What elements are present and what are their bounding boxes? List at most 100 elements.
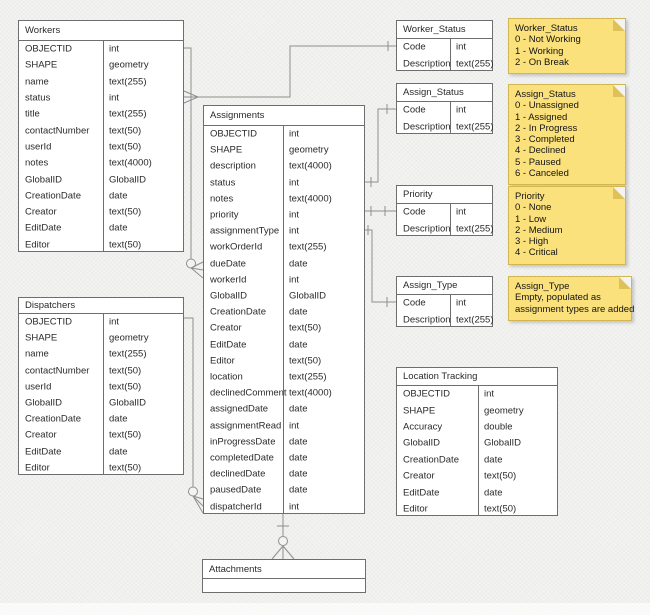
rel-assignments-to-attachments[interactable] [271, 514, 295, 560]
field-type: date [109, 413, 128, 425]
rel-workers-to-assignments-workerid[interactable] [184, 47, 204, 279]
table-title[interactable]: Dispatchers [19, 298, 183, 314]
note-fold-corner-icon [613, 85, 625, 97]
field-name: priority [210, 209, 239, 221]
column-divider [450, 204, 451, 235]
table-title[interactable]: Attachments [203, 560, 365, 579]
table-title[interactable]: Assign_Status [397, 84, 492, 102]
rel-dispatchers-to-assignments-dispatcherid[interactable] [184, 317, 204, 514]
table-title[interactable]: Workers [19, 21, 183, 41]
table-title[interactable]: Location Tracking [397, 368, 557, 386]
table-title[interactable]: Assignments [204, 106, 364, 126]
table-title-label: Dispatchers [25, 300, 76, 311]
table-title[interactable]: Assign_Type [397, 277, 492, 295]
field-type: GlobalID [289, 290, 326, 302]
rel-assignments-status-to-assign-status[interactable] [365, 104, 396, 187]
rel-worker-status-to-workers[interactable] [183, 41, 396, 104]
field-name: workerId [210, 274, 247, 286]
table-attachments[interactable]: Attachments [202, 559, 366, 593]
rel-assignments-type-to-assign-type[interactable] [365, 225, 396, 307]
rel-assignments-priority-to-priority[interactable] [365, 206, 396, 216]
table-title[interactable]: Priority [397, 186, 492, 204]
table-title[interactable]: Worker_Status [397, 21, 492, 39]
